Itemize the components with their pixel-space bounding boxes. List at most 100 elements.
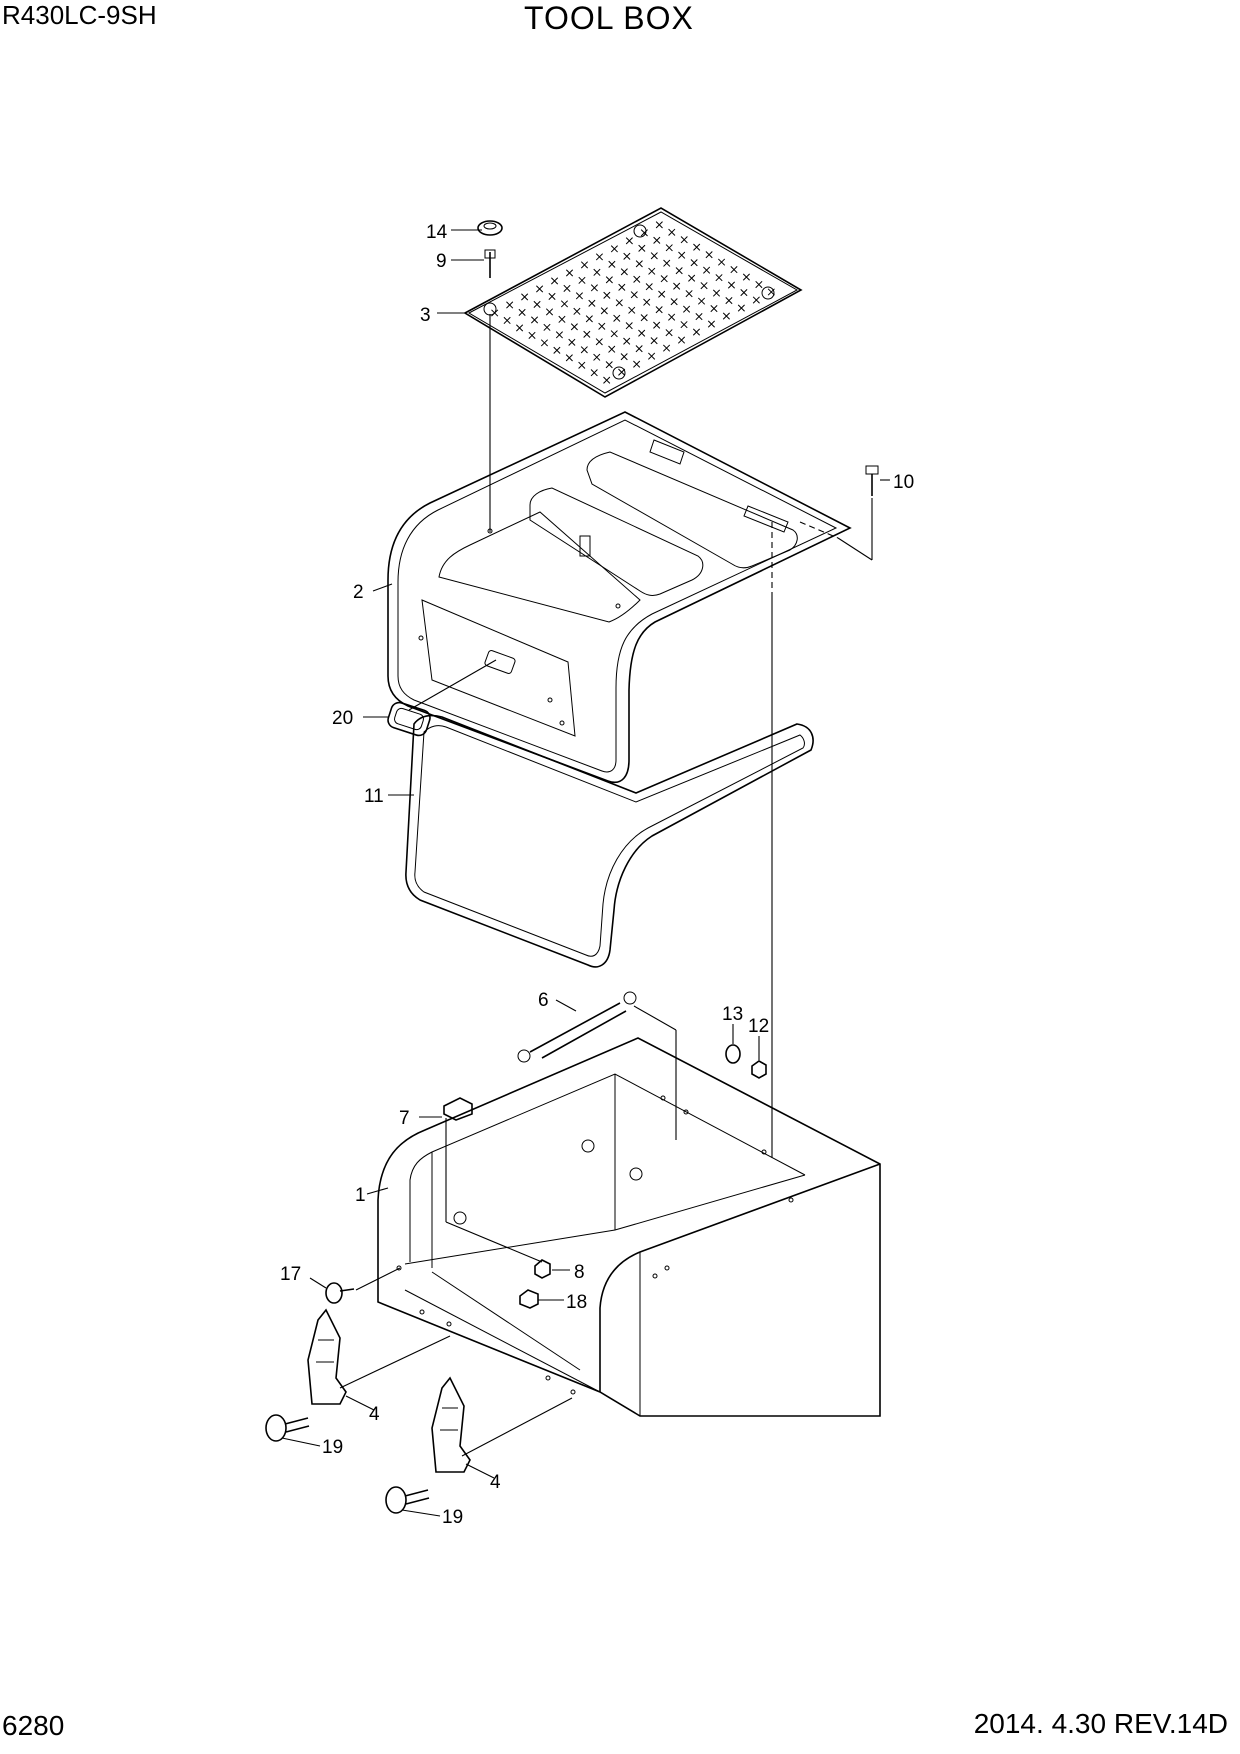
perforation xyxy=(653,236,661,244)
seal-part-11 xyxy=(405,714,814,968)
nut-part-8 xyxy=(534,1259,551,1279)
perforation xyxy=(575,292,583,300)
perforation xyxy=(688,274,696,282)
perforation xyxy=(650,252,658,260)
perforation xyxy=(618,283,626,291)
perforation xyxy=(503,316,511,325)
perforation xyxy=(593,353,601,361)
callout-19-left: 19 xyxy=(322,1437,343,1458)
callout-20: 20 xyxy=(332,708,353,729)
perforation xyxy=(665,329,673,337)
perforation xyxy=(680,236,688,244)
perforation xyxy=(692,328,701,336)
perforation xyxy=(590,284,598,292)
perforation xyxy=(595,253,604,261)
perforation xyxy=(560,300,569,308)
perforation xyxy=(521,293,529,301)
perforation xyxy=(640,314,648,322)
callout-18: 18 xyxy=(566,1292,587,1313)
cover-part-2 xyxy=(387,411,852,783)
callout-7: 7 xyxy=(399,1108,410,1129)
callout-17: 17 xyxy=(280,1264,301,1285)
perforation xyxy=(662,344,671,352)
perforation xyxy=(545,308,554,316)
perforation xyxy=(710,305,718,313)
perforation xyxy=(740,288,748,297)
perforation xyxy=(725,297,733,305)
callout-labels: 14 9 3 2 10 20 11 6 13 12 7 8 1 17 18 4 … xyxy=(280,222,914,1528)
perforation xyxy=(635,345,643,353)
latch-part-4-left xyxy=(307,1308,347,1405)
bolt-part-19-right xyxy=(385,1486,430,1514)
revision-date: 2014. 4.30 REV.14D xyxy=(973,1708,1228,1739)
perforation xyxy=(615,299,623,307)
perforation xyxy=(648,267,656,275)
perforation xyxy=(677,336,686,344)
perforation xyxy=(655,221,663,229)
perforation xyxy=(633,275,641,283)
perforation xyxy=(580,261,589,269)
perforation xyxy=(518,308,526,317)
perforation xyxy=(608,260,616,268)
perforation xyxy=(536,285,544,293)
perforation xyxy=(568,338,576,346)
perforation xyxy=(578,276,586,284)
latch-part-4-right xyxy=(431,1376,471,1473)
page-title: TOOL BOX xyxy=(524,0,694,36)
perforation xyxy=(663,259,671,267)
perforation xyxy=(737,304,745,312)
perforation xyxy=(603,291,611,299)
perforation xyxy=(693,243,701,251)
perforation xyxy=(668,313,676,321)
callout-11: 11 xyxy=(364,786,384,807)
callout-14: 14 xyxy=(426,222,448,243)
gas-spring-part-6 xyxy=(517,991,637,1063)
callout-leaders xyxy=(281,229,890,1517)
box-body-part-1 xyxy=(377,1037,881,1417)
perforation xyxy=(712,289,721,297)
callout-4-left: 4 xyxy=(369,1404,380,1425)
perforation xyxy=(675,267,683,275)
perforation xyxy=(595,338,603,346)
perforation xyxy=(550,277,559,285)
callout-6: 6 xyxy=(538,990,549,1011)
callout-9: 9 xyxy=(436,251,447,272)
perforation xyxy=(603,376,611,384)
bolt-part-10 xyxy=(865,465,879,496)
perforation xyxy=(553,346,561,354)
perforation xyxy=(752,296,760,304)
perforation xyxy=(620,353,628,361)
perforation xyxy=(673,282,681,290)
perforation xyxy=(707,320,716,328)
callout-1: 1 xyxy=(355,1185,366,1206)
perforation xyxy=(593,268,601,276)
perforation xyxy=(703,266,711,274)
perforation xyxy=(742,273,750,281)
perforation xyxy=(506,301,514,309)
perforation xyxy=(625,237,633,245)
perforation xyxy=(635,260,643,268)
perforation xyxy=(605,276,613,284)
callout-4-right: 4 xyxy=(490,1472,501,1493)
perforation xyxy=(755,280,763,289)
perforation xyxy=(665,244,673,252)
plate-perforations xyxy=(491,221,775,384)
perforation xyxy=(670,298,678,306)
perforation xyxy=(650,337,658,345)
perforation xyxy=(608,345,616,353)
callout-2: 2 xyxy=(353,582,364,603)
perforation xyxy=(683,305,691,313)
perforation xyxy=(643,298,651,306)
perforation xyxy=(516,324,524,332)
grommet-part-20 xyxy=(387,701,431,737)
perforation xyxy=(705,251,713,259)
perforation xyxy=(633,360,641,368)
nut-part-12 xyxy=(751,1060,767,1079)
perforation xyxy=(660,275,668,283)
perforation xyxy=(588,299,596,307)
perforation xyxy=(540,339,549,347)
perforation xyxy=(530,316,539,324)
perforation xyxy=(630,291,638,299)
perforation xyxy=(700,282,708,290)
